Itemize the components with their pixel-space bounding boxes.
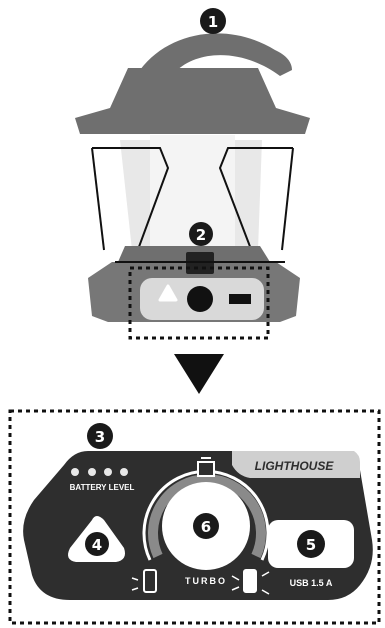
svg-text:2: 2 xyxy=(196,226,206,244)
battery-led-3 xyxy=(104,468,112,476)
svg-text:1: 1 xyxy=(208,13,218,31)
battery-led-1 xyxy=(71,468,79,476)
lantern-high-icon xyxy=(231,569,270,595)
brand-name: LIGHTHOUSE xyxy=(255,459,335,473)
lantern-mini-hazard-icon xyxy=(158,284,178,302)
detail-frame xyxy=(8,409,381,625)
lantern-hat xyxy=(75,68,310,134)
callout-1: 1 xyxy=(200,8,226,34)
svg-text:6: 6 xyxy=(201,518,211,536)
lantern-handle xyxy=(140,33,292,76)
svg-text:3: 3 xyxy=(95,428,105,446)
svg-text:5: 5 xyxy=(306,536,316,554)
lantern-top-icon xyxy=(197,457,215,477)
callout-badges: 1 2 3 4 5 6 xyxy=(85,8,325,558)
callout-4: 4 xyxy=(85,532,109,556)
dial-arc-gradient xyxy=(148,474,266,559)
lantern-mini-usb xyxy=(229,294,251,304)
callout-2: 2 xyxy=(189,222,213,246)
callout-3: 3 xyxy=(87,423,113,449)
zoom-arrow-icon xyxy=(174,354,224,394)
callout-6: 6 xyxy=(193,513,219,539)
battery-led-4 xyxy=(120,468,128,476)
lantern-frame xyxy=(91,147,294,313)
svg-text:4: 4 xyxy=(92,536,102,554)
lantern-mini-dial xyxy=(187,286,213,312)
lantern-illustration xyxy=(75,33,310,394)
usb-label: USB 1.5 A xyxy=(290,578,333,588)
battery-led-2 xyxy=(88,468,96,476)
brand-tab xyxy=(232,451,360,478)
battery-leds xyxy=(71,468,128,476)
battery-level-label: BATTERY LEVEL xyxy=(70,483,135,492)
callout-5: 5 xyxy=(297,530,325,558)
dial-turbo-label: TURBO xyxy=(185,576,227,586)
lantern-low-icon xyxy=(131,569,157,593)
